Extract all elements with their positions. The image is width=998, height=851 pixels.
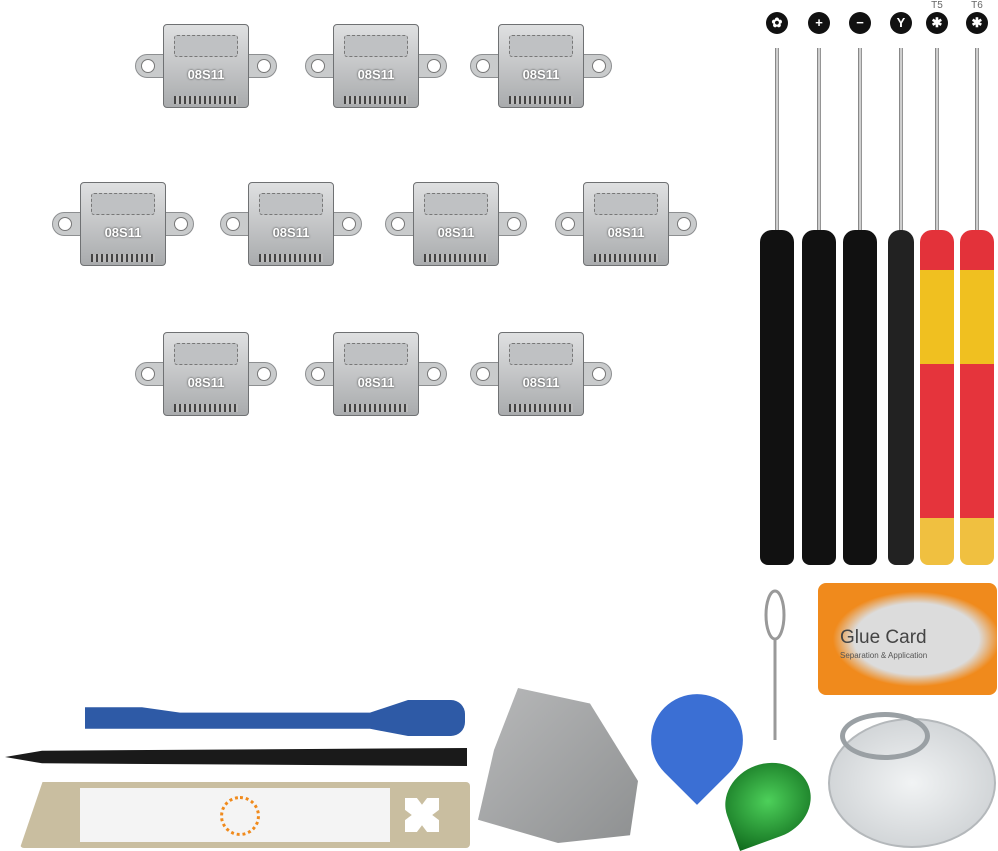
usb-c-connector: 08S11 bbox=[52, 178, 194, 270]
cleaning-cloth bbox=[478, 688, 638, 843]
usb-c-connector: 08S11 bbox=[135, 20, 277, 112]
usb-c-connector: 08S11 bbox=[135, 328, 277, 420]
usb-c-connector: 08S11 bbox=[470, 328, 612, 420]
connector-label: 08S11 bbox=[104, 225, 142, 240]
flathead-tip-icon: − bbox=[849, 12, 871, 34]
screwdriver-phillips: + bbox=[802, 12, 836, 570]
pentalobe-tip-icon: ✿ bbox=[766, 12, 788, 34]
wgp-logo bbox=[220, 796, 260, 836]
usb-c-connector: 08S11 bbox=[220, 178, 362, 270]
connector-label: 08S11 bbox=[357, 67, 395, 82]
torx-tip-icon: ✱ bbox=[926, 12, 948, 34]
black-spudger bbox=[5, 748, 467, 766]
glue-card: Glue Card Separation & Application bbox=[818, 583, 997, 695]
tri-point-tip-icon: Y bbox=[890, 12, 912, 34]
connector-label: 08S11 bbox=[522, 375, 560, 390]
size-label: T6 bbox=[971, 0, 983, 11]
connector-label: 08S11 bbox=[187, 375, 225, 390]
screwdriver-flathead: − bbox=[843, 12, 877, 570]
connector-label: 08S11 bbox=[522, 67, 560, 82]
glue-card-title: Glue Card bbox=[840, 627, 927, 648]
usb-c-connector: 08S11 bbox=[305, 20, 447, 112]
screwdriver-torx: T5✱ bbox=[920, 0, 954, 570]
connector-label: 08S11 bbox=[272, 225, 310, 240]
usb-c-connector: 08S11 bbox=[470, 20, 612, 112]
usb-c-connector: 08S11 bbox=[555, 178, 697, 270]
connector-label: 08S11 bbox=[187, 67, 225, 82]
screwdriver-tri-point: Y bbox=[884, 12, 918, 570]
blue-spudger bbox=[85, 700, 465, 736]
size-label: T5 bbox=[931, 0, 943, 11]
metal-opening-tool bbox=[20, 782, 470, 848]
suction-cup bbox=[828, 712, 996, 848]
glue-card-subtitle: Separation & Application bbox=[840, 651, 928, 660]
x-cutout bbox=[405, 798, 439, 832]
sim-eject-tool bbox=[764, 589, 786, 740]
usb-c-connector: 08S11 bbox=[385, 178, 527, 270]
suction-cup-ring bbox=[840, 712, 930, 760]
connector-label: 08S11 bbox=[607, 225, 645, 240]
connector-label: 08S11 bbox=[437, 225, 475, 240]
usb-c-connector: 08S11 bbox=[305, 328, 447, 420]
screwdriver-pentalobe: ✿ bbox=[760, 12, 794, 570]
torx-tip-icon: ✱ bbox=[966, 12, 988, 34]
phillips-tip-icon: + bbox=[808, 12, 830, 34]
connector-label: 08S11 bbox=[357, 375, 395, 390]
screwdriver-torx: T6✱ bbox=[960, 0, 994, 570]
